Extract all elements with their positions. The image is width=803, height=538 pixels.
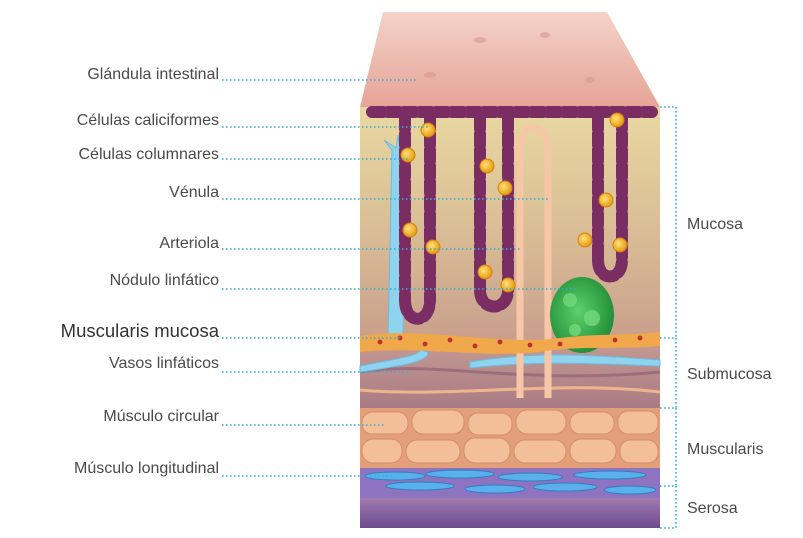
label-vasos-linfaticos: Vasos linfáticos	[109, 355, 219, 373]
circular-muscle-layer	[360, 408, 660, 468]
label-musculo-circular: Músculo circular	[103, 408, 219, 426]
label-serosa: Serosa	[687, 500, 738, 518]
label-muscularis: Muscularis	[687, 441, 763, 459]
right-layer-brackets	[660, 107, 676, 528]
longitudinal-muscle-layer	[360, 468, 660, 498]
label-mucosa: Mucosa	[687, 216, 743, 234]
label-nodulo-linfatico: Nódulo linfático	[110, 272, 219, 290]
serosa-layer	[360, 498, 660, 528]
label-muscularis-mucosa: Muscularis mucosa	[61, 322, 219, 340]
label-arteriola: Arteriola	[159, 235, 219, 253]
label-musculo-longitudinal: Músculo longitudinal	[74, 460, 219, 478]
label-celulas-columnares: Células columnares	[78, 146, 219, 164]
label-submucosa: Submucosa	[687, 366, 772, 384]
label-celulas-caliciformes: Células caliciformes	[77, 112, 219, 130]
label-venula: Vénula	[169, 184, 219, 202]
label-glandula-intestinal: Glándula intestinal	[87, 66, 219, 84]
mucosa-surface	[360, 12, 660, 107]
